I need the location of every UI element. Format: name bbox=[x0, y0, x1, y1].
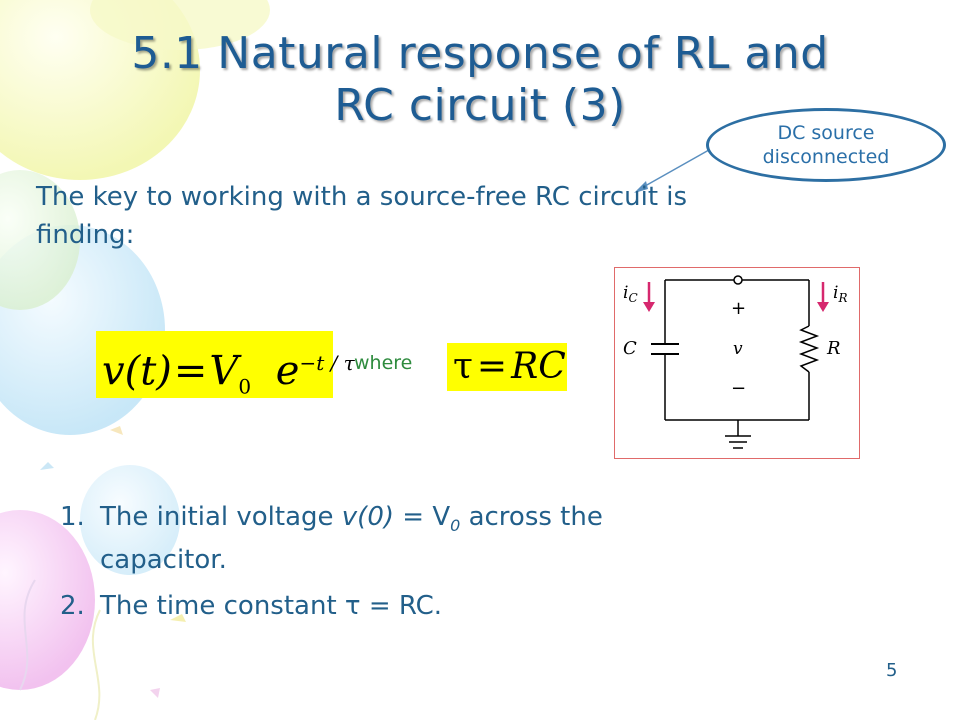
formula-t: (t) bbox=[124, 348, 172, 395]
list-item-line-2: capacitor. bbox=[100, 545, 227, 576]
list-item-text: The time constant τ = RC. bbox=[100, 591, 443, 622]
balloon-string-2-icon bbox=[91, 609, 101, 720]
circuit-label-plus: + bbox=[731, 298, 746, 319]
formula-sub-0: 0 bbox=[238, 374, 252, 399]
circuit-label-C: C bbox=[623, 338, 637, 359]
callout-line-2: disconnected bbox=[762, 146, 890, 168]
page-number: 5 bbox=[886, 660, 898, 681]
circuit-label-ic: iC bbox=[623, 283, 638, 305]
list-item-number: 1. bbox=[60, 502, 85, 532]
circuit-label-R: R bbox=[826, 338, 841, 359]
formula-time-constant: τ=RC bbox=[447, 343, 567, 391]
list-item-number: 2. bbox=[60, 591, 85, 622]
balloon-yellow-top-icon bbox=[90, 0, 270, 50]
list-item: 1. The initial voltage v(0) = V0 across … bbox=[60, 500, 820, 577]
circuit-ir-sub: R bbox=[837, 291, 847, 305]
callout-arrow bbox=[634, 145, 717, 193]
slide-title: 5.1 Natural response of RL and RC circui… bbox=[40, 28, 920, 132]
balloon-green-icon bbox=[0, 170, 80, 310]
list-item-v0: v(0) bbox=[341, 502, 395, 532]
key-steps-list: 1. The initial voltage v(0) = V0 across … bbox=[60, 500, 820, 635]
title-line-2: RC circuit (3) bbox=[334, 80, 626, 131]
callout-line-1: DC source bbox=[777, 122, 875, 144]
intro-line-2: finding: bbox=[36, 220, 135, 250]
callout-bubble: DC source disconnected bbox=[706, 108, 946, 182]
list-item-sub: 0 bbox=[450, 516, 461, 536]
circuit-ic-main: i bbox=[623, 283, 628, 303]
intro-line-1: The key to working with a source-free RC… bbox=[36, 182, 688, 212]
confetti-3-icon bbox=[40, 462, 54, 470]
formula-equals: = bbox=[173, 348, 208, 395]
formula-tau-equals: = bbox=[476, 346, 508, 387]
confetti-4-icon bbox=[150, 688, 160, 698]
circuit-label-ir: iR bbox=[833, 283, 847, 305]
formula-rc: RC bbox=[511, 346, 566, 387]
list-item-text-pre: The initial voltage bbox=[100, 502, 342, 532]
rc-circuit-schematic: iC iR C R + v − bbox=[623, 275, 847, 449]
formula-V: V bbox=[209, 348, 239, 395]
circuit-ir-main: i bbox=[833, 283, 838, 303]
balloon-blue-small-icon bbox=[80, 465, 180, 575]
confetti-1-icon bbox=[170, 614, 186, 622]
intro-text: The key to working with a source-free RC… bbox=[36, 178, 876, 254]
balloon-pink-icon bbox=[0, 510, 95, 690]
formula-tau: τ bbox=[453, 346, 473, 387]
formula-v: v bbox=[102, 348, 125, 395]
circuit-label-minus: − bbox=[731, 378, 746, 399]
rc-circuit-diagram: iC iR C R + v − bbox=[614, 267, 860, 459]
formula-e: e bbox=[275, 348, 300, 395]
confetti-2-icon bbox=[110, 426, 123, 435]
balloon-string-icon bbox=[19, 579, 36, 691]
formula-exponent: −t / τ bbox=[299, 351, 355, 375]
list-item-text-post: across the bbox=[460, 502, 603, 532]
where-label: where bbox=[354, 352, 413, 374]
list-item: 2. The time constant τ = RC. bbox=[60, 589, 820, 623]
circuit-label-v: v bbox=[733, 339, 743, 359]
list-item-text-mid: = V bbox=[394, 502, 451, 532]
title-line-1: 5.1 Natural response of RL and bbox=[131, 28, 829, 79]
formula-natural-response: v(t)=V0 e−t / τ bbox=[96, 331, 355, 399]
circuit-ic-sub: C bbox=[628, 291, 637, 305]
